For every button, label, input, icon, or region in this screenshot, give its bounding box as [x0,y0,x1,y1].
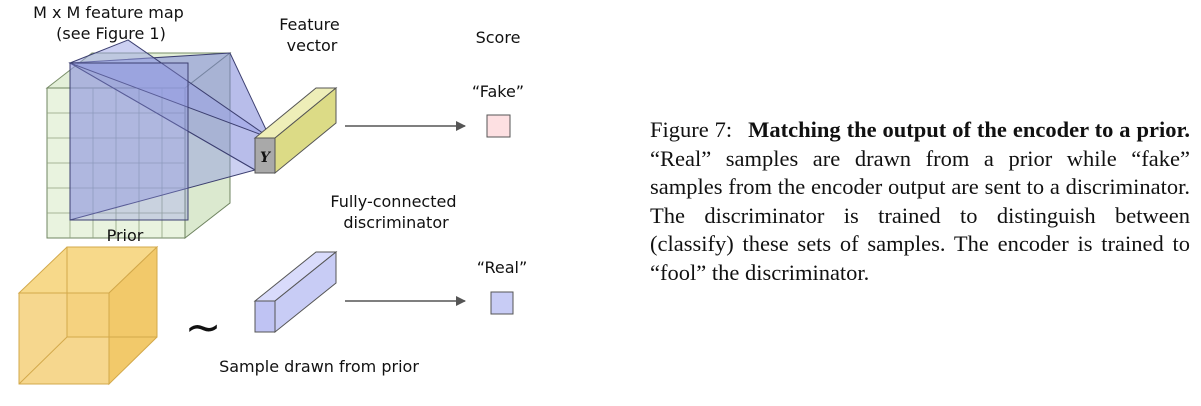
fake-label: “Fake” [472,82,524,101]
feature-vector: Y [253,86,338,175]
discriminator-label: Fully-connected discriminator [330,192,461,232]
caption-body: “Real” samples are drawn from a prior wh… [650,145,1190,285]
feature-map-label: M x M feature map (see Figure 1) [33,3,189,43]
projection-volume [68,39,271,221]
prior-label: Prior [107,226,144,245]
real-label: “Real” [477,258,528,277]
feature-vector-label: Feature vector [279,15,345,55]
prior-cube [17,245,159,386]
vector-symbol: Y [260,150,272,166]
sample-label: Sample drawn from prior [219,357,419,376]
tilde-symbol: ~ [185,302,222,353]
real-score-box [490,291,514,315]
figure-number: Figure 7: [650,117,733,142]
figure-caption: Figure 7: Matching the output of the enc… [650,116,1190,287]
caption-title: Matching the output of the encoder to a … [748,117,1191,142]
score-label: Score [476,28,521,47]
sampled-vector [253,250,338,334]
gan-prior-diagram: Y M x M feature map (see Figure 1) [17,3,528,386]
fake-score-box [486,114,511,138]
